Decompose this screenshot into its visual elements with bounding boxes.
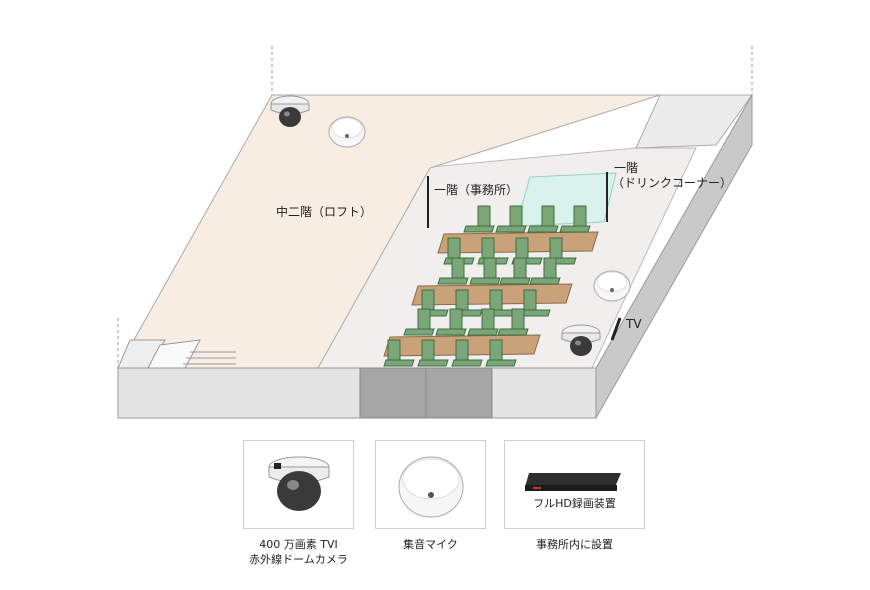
chair bbox=[499, 257, 531, 285]
front-wall bbox=[117, 367, 597, 419]
drink-corner-area bbox=[515, 172, 617, 227]
chair bbox=[559, 205, 591, 233]
recorder-label: フルHD録画装置 bbox=[533, 497, 616, 510]
mic-caption: 集音マイク bbox=[403, 538, 458, 551]
microphone-icon bbox=[593, 270, 631, 302]
chair bbox=[403, 308, 435, 336]
chair bbox=[463, 205, 495, 233]
microphone-icon bbox=[398, 456, 464, 518]
chair bbox=[527, 205, 559, 233]
chair bbox=[497, 308, 529, 336]
recorder-icon bbox=[525, 473, 621, 491]
dome-camera-icon bbox=[561, 324, 601, 356]
door-right bbox=[425, 367, 493, 419]
tv-label: TV bbox=[625, 317, 642, 331]
chair bbox=[383, 339, 415, 367]
dome-camera-icon bbox=[268, 456, 330, 511]
microphone-legend-card bbox=[375, 440, 486, 529]
chair bbox=[451, 339, 483, 367]
office-label: 一階（事務所） bbox=[434, 182, 518, 197]
microphone-icon bbox=[328, 116, 366, 148]
loft-label: 中二階（ロフト） bbox=[276, 204, 372, 219]
chair bbox=[417, 339, 449, 367]
chair bbox=[485, 339, 517, 367]
drink-corner-label-line1: 一階 bbox=[614, 160, 638, 175]
chair bbox=[495, 205, 527, 233]
tv-icon bbox=[610, 317, 622, 341]
recorder-legend-card: フルHD録画装置 bbox=[504, 440, 645, 529]
chair bbox=[469, 257, 501, 285]
chair bbox=[529, 257, 561, 285]
chair bbox=[437, 257, 469, 285]
door-left bbox=[359, 367, 427, 419]
back-room bbox=[635, 94, 753, 149]
camera-legend-card bbox=[243, 440, 354, 529]
stairs bbox=[117, 339, 236, 369]
chairs bbox=[383, 205, 591, 367]
camera-caption-line1: 400 万画素 TVI bbox=[259, 538, 338, 551]
chair bbox=[519, 289, 551, 317]
loft-floor bbox=[117, 94, 661, 369]
chair bbox=[467, 308, 499, 336]
chair bbox=[435, 308, 467, 336]
camera-caption-line2: 赤外線ドームカメラ bbox=[249, 553, 348, 566]
drink-corner-label-line2: （ドリンクコーナー） bbox=[612, 176, 732, 190]
dome-camera-icon bbox=[270, 95, 310, 127]
recorder-caption: 事務所内に設置 bbox=[536, 538, 613, 551]
